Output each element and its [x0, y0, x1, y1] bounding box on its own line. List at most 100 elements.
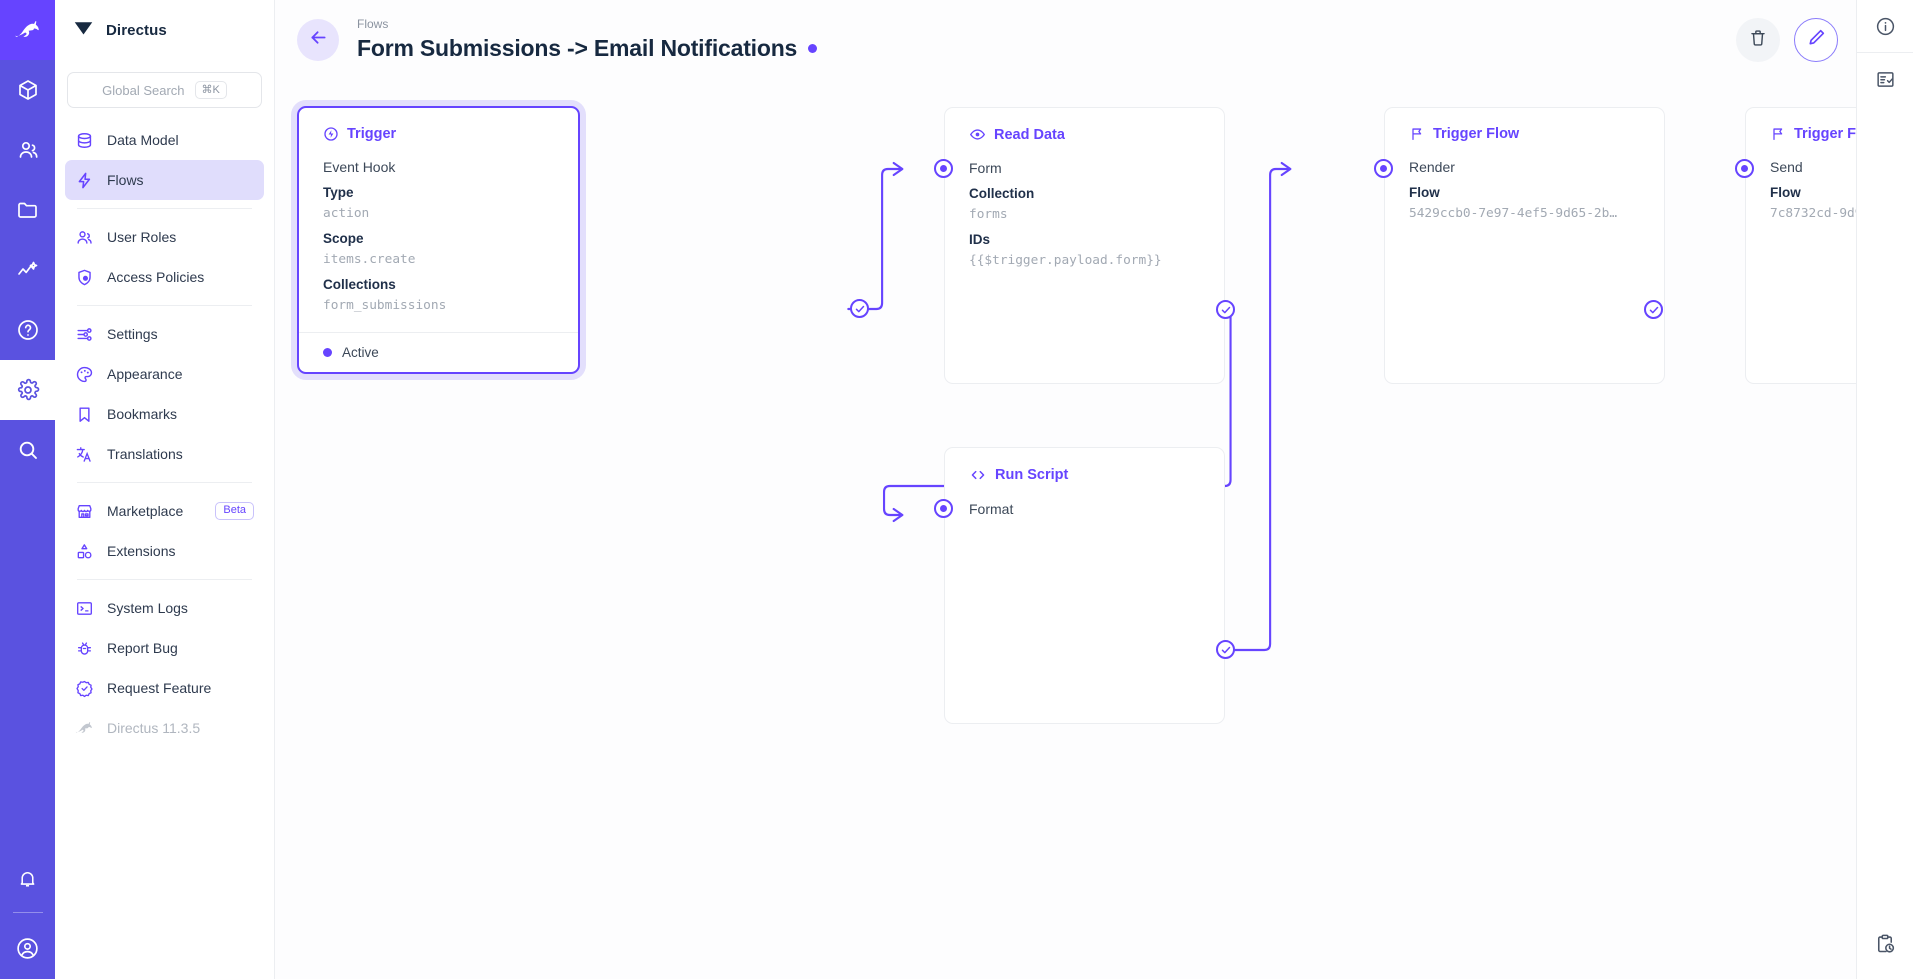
port-input-trigger-flow-send[interactable]	[1735, 159, 1754, 178]
title-row: Form Submissions -> Email Notifications	[357, 34, 818, 63]
users-icon[interactable]	[0, 120, 55, 180]
node-field: Collection forms	[969, 184, 1204, 224]
sidebar-item-user-roles[interactable]: User Roles	[65, 217, 264, 257]
code-brackets-icon	[969, 466, 987, 484]
node-field: Flow 5429ccb0-7e97-4ef5-9d65-2b…	[1409, 183, 1644, 223]
global-search-placeholder: Global Search	[102, 82, 185, 98]
port-input-trigger-flow-render[interactable]	[1374, 159, 1393, 178]
directus-logo-icon[interactable]	[0, 0, 55, 60]
sidebar-item-system-logs[interactable]: System Logs	[65, 588, 264, 628]
title-block: Flows Form Submissions -> Email Notifica…	[357, 17, 818, 63]
sidebar-item-label: Directus 11.3.5	[107, 720, 201, 736]
nav-divider	[77, 482, 252, 483]
edit-flow-button[interactable]	[1794, 18, 1838, 62]
node-type-label: Trigger Flow	[1794, 126, 1856, 142]
flow-node-trigger[interactable]: Trigger Event Hook Type action Scope ite…	[297, 106, 580, 374]
info-icon[interactable]	[1857, 0, 1913, 52]
pencil-icon	[1806, 27, 1827, 53]
activity-clipboard-icon[interactable]	[1857, 909, 1913, 979]
flow-node-trigger-flow-render[interactable]: Trigger Flow Render Flow 5429ccb0-7e97-4…	[1384, 107, 1665, 384]
sidebar-item-translations[interactable]: Translations	[65, 434, 264, 474]
node-field: IDs {{$trigger.payload.form}}	[969, 230, 1204, 270]
field-key: Type	[323, 185, 354, 201]
header-actions	[1736, 18, 1838, 62]
flow-canvas[interactable]: Trigger Event Hook Type action Scope ite…	[275, 80, 1856, 979]
sidebar-item-label: User Roles	[107, 229, 177, 245]
status-badge	[808, 43, 818, 53]
database-icon	[75, 131, 94, 150]
active-dot-icon	[323, 347, 332, 357]
global-search-input[interactable]: Global Search ⌘K	[67, 72, 262, 108]
sidebar-item-access-policies[interactable]: Access Policies	[65, 257, 264, 297]
right-rail-divider	[1856, 52, 1913, 53]
breadcrumb[interactable]: Flows	[357, 17, 389, 32]
users-icon	[75, 228, 94, 247]
sidebar-item-label: Appearance	[107, 366, 183, 382]
field-key: Collection	[969, 186, 1035, 202]
sidebar-item-report-bug[interactable]: Report Bug	[65, 628, 264, 668]
sidebar-item-request-feature[interactable]: Request Feature	[65, 668, 264, 708]
field-key: Flow	[1770, 185, 1801, 201]
sidebar-item-version: Directus 11.3.5	[65, 708, 264, 748]
field-key: IDs	[969, 232, 991, 248]
sidebar-item-appearance[interactable]: Appearance	[65, 354, 264, 394]
sidebar-item-label: Settings	[107, 326, 158, 342]
node-subtitle: Format	[969, 501, 1014, 517]
main-content: Flows Form Submissions -> Email Notifica…	[275, 0, 1856, 979]
user-account-icon[interactable]	[0, 917, 55, 979]
sidebar-item-settings[interactable]: Settings	[65, 314, 264, 354]
sidebar-item-data-model[interactable]: Data Model	[65, 120, 264, 160]
port-input-read-data[interactable]	[934, 159, 953, 178]
node-subtitle: Event Hook	[323, 159, 396, 175]
global-search-shortcut: ⌘K	[194, 80, 227, 100]
node-header: Read Data	[969, 126, 1204, 143]
sidebar-item-bookmarks[interactable]: Bookmarks	[65, 394, 264, 434]
node-type-label: Run Script	[995, 467, 1069, 483]
sidebar-item-label: Marketplace	[107, 503, 184, 519]
node-field: Flow 7c8732cd-9d9e-44be-a3f6-89…	[1770, 183, 1856, 223]
port-resolve-trigger-flow-render[interactable]	[1644, 300, 1663, 319]
gear-settings-icon[interactable]	[0, 360, 55, 420]
eye-icon	[969, 126, 986, 143]
port-input-run-script[interactable]	[934, 499, 953, 518]
nav-divider	[77, 208, 252, 209]
help-circle-icon[interactable]	[0, 300, 55, 360]
flow-node-trigger-flow-send[interactable]: Trigger Flow Send Flow 7c8732cd-9d9e-44b…	[1745, 107, 1856, 384]
search-icon[interactable]	[0, 420, 55, 480]
sidebar-item-marketplace[interactable]: Marketplace Beta	[65, 491, 264, 531]
nav-divider	[77, 305, 252, 306]
port-resolve-trigger[interactable]	[850, 299, 869, 318]
node-subtitle: Form	[969, 160, 1002, 176]
brand: Directus	[55, 0, 274, 60]
insights-chart-icon[interactable]	[0, 240, 55, 300]
module-bar	[0, 0, 55, 979]
page-title: Form Submissions -> Email Notifications	[357, 34, 798, 61]
folder-files-icon[interactable]	[0, 180, 55, 240]
sidebar-item-extensions[interactable]: Extensions	[65, 531, 264, 571]
field-key: Collections	[323, 277, 396, 293]
box-content-icon[interactable]	[0, 60, 55, 120]
port-resolve-run-script[interactable]	[1216, 640, 1235, 659]
rabbit-logo-icon	[75, 719, 94, 738]
sidebar-item-label: Translations	[107, 446, 183, 462]
delete-flow-button[interactable]	[1736, 18, 1780, 62]
back-button[interactable]	[297, 19, 339, 61]
store-icon	[75, 502, 94, 521]
port-resolve-read-data[interactable]	[1216, 300, 1235, 319]
bug-icon	[75, 639, 94, 658]
flow-node-read-data[interactable]: Read Data Form Collection forms IDs {{$t…	[944, 107, 1225, 384]
node-type-label: Read Data	[994, 126, 1065, 143]
node-header: Trigger	[323, 126, 558, 142]
sliders-icon	[75, 325, 94, 344]
translate-icon	[75, 445, 94, 464]
flow-logs-icon[interactable]	[1857, 53, 1913, 105]
bell-notifications-icon[interactable]	[0, 848, 55, 908]
field-key: Flow	[1409, 185, 1440, 201]
check-badge-icon	[75, 679, 94, 698]
flow-node-run-script[interactable]: Run Script Format	[944, 447, 1225, 724]
sidebar-item-label: Extensions	[107, 543, 176, 559]
trigger-circle-icon	[323, 126, 339, 142]
sidebar-item-flows[interactable]: Flows	[65, 160, 264, 200]
bolt-icon	[75, 171, 94, 190]
